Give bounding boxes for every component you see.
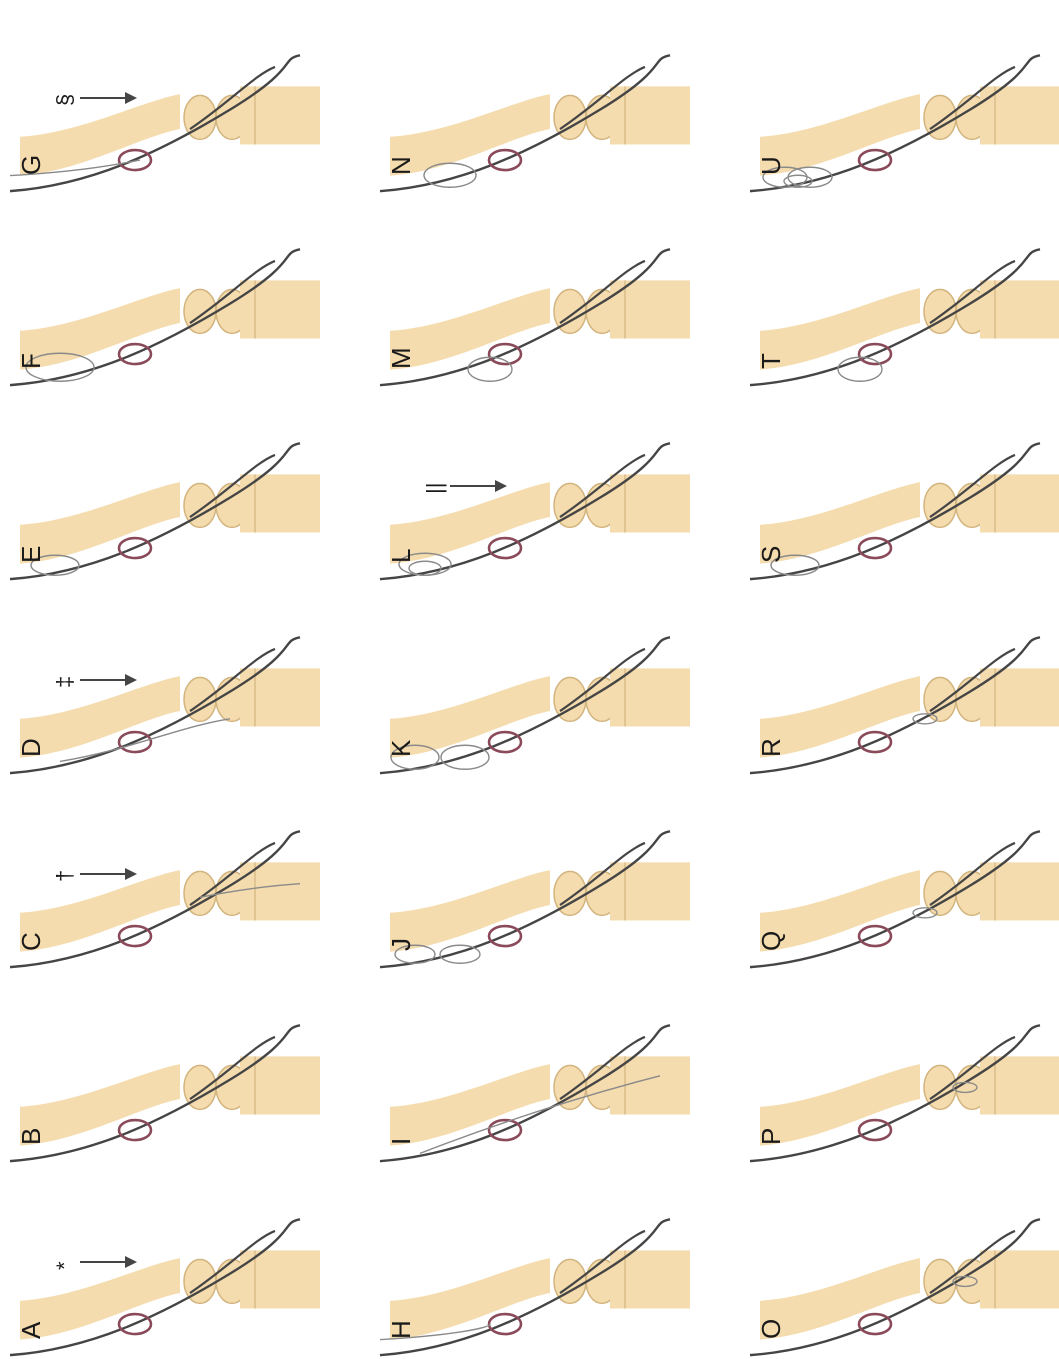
marker-arrow: ‡	[52, 674, 137, 688]
marker-label: ‡	[52, 676, 77, 688]
bone-shape	[390, 280, 690, 369]
bone-shape	[760, 1056, 1059, 1145]
panel-o	[750, 1219, 1059, 1355]
panel-h	[380, 1219, 690, 1355]
panel-r	[750, 637, 1059, 773]
panel-label: O	[756, 1319, 786, 1339]
panel-a	[10, 1219, 320, 1355]
panel-label: J	[386, 938, 416, 951]
accessory-loop	[424, 163, 476, 187]
panel-t	[750, 249, 1059, 385]
panel-j	[380, 831, 690, 967]
panel-label: C	[16, 932, 46, 951]
panel-n	[380, 55, 690, 191]
panel-label: D	[16, 738, 46, 757]
panel-label: K	[386, 739, 416, 757]
panel-label: E	[16, 546, 46, 563]
bone-shape	[760, 668, 1059, 757]
panel-label: B	[16, 1128, 46, 1145]
marker-arrow: §	[52, 92, 137, 106]
bone-shape	[390, 86, 690, 175]
panel-u	[750, 55, 1059, 191]
bone-shape	[390, 668, 690, 757]
marker-label: *	[52, 1261, 77, 1270]
bone-shape	[20, 280, 320, 369]
bone-shape	[20, 474, 320, 563]
bone-shape	[760, 474, 1059, 563]
panel-label: R	[756, 738, 786, 757]
accessory-loop	[440, 945, 480, 963]
bone-shape	[390, 1250, 690, 1339]
panel-label: L	[386, 549, 416, 563]
panel-label: A	[16, 1321, 46, 1339]
panel-i	[380, 1025, 690, 1161]
panel-label: G	[16, 155, 46, 175]
panel-d	[10, 637, 320, 773]
marker-arrow: ||	[422, 480, 507, 494]
marker-label: §	[52, 94, 77, 106]
panel-label: Q	[756, 931, 786, 951]
panel-label: F	[16, 353, 46, 369]
bone-shape	[390, 1056, 690, 1145]
bone-shape	[390, 862, 690, 951]
panel-label: P	[756, 1128, 786, 1145]
panel-b	[10, 1025, 320, 1161]
bone-shape	[760, 86, 1059, 175]
bone-shape	[760, 1250, 1059, 1339]
panel-s	[750, 443, 1059, 579]
bone-shape	[760, 862, 1059, 951]
panel-label: M	[386, 347, 416, 369]
panel-label: T	[756, 353, 786, 369]
panel-k	[380, 637, 690, 773]
panel-p	[750, 1025, 1059, 1161]
marker-arrow: †	[52, 868, 137, 882]
marker-label: ||	[422, 483, 447, 494]
panel-c	[10, 831, 320, 967]
panel-q	[750, 831, 1059, 967]
marker-arrow: *	[52, 1256, 137, 1270]
panel-label: H	[386, 1320, 416, 1339]
panel-f	[10, 249, 320, 385]
marker-label: †	[52, 870, 77, 882]
panel-label: S	[756, 546, 786, 563]
panel-g	[10, 55, 320, 191]
panel-label: U	[756, 156, 786, 175]
bone-shape	[20, 1056, 320, 1145]
panel-m	[380, 249, 690, 385]
panel-e	[10, 443, 320, 579]
bone-shape	[760, 280, 1059, 369]
panel-label: I	[386, 1138, 416, 1145]
panel-l	[380, 443, 690, 579]
panel-label: N	[386, 156, 416, 175]
